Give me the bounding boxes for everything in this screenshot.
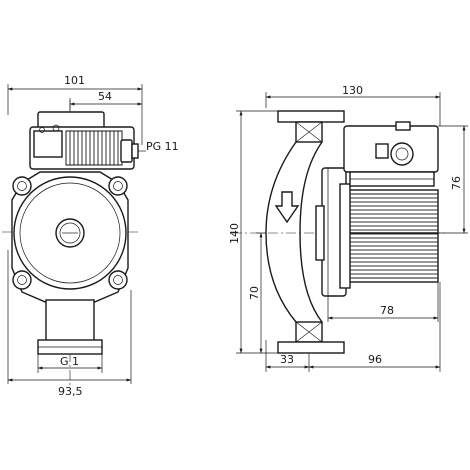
terminal-box <box>29 111 139 170</box>
pump-body-front <box>11 171 129 305</box>
dim-flange-offset: 33 <box>280 353 294 366</box>
dim-thread: G 1 <box>60 355 79 368</box>
dim-front-g1 <box>37 354 103 373</box>
pump-body-side <box>265 141 347 323</box>
front-view: 101 54 PG 11 G 1 93,5 <box>2 74 179 398</box>
dim-motor-height: 76 <box>450 176 463 190</box>
dim-side-140 <box>236 110 278 354</box>
motor-housing <box>339 183 439 289</box>
dim-overall-length: 130 <box>342 84 363 97</box>
dim-half-width: 54 <box>98 90 112 103</box>
dim-side-70 <box>256 232 266 354</box>
dim-front-54 <box>69 98 143 112</box>
dim-side-130 <box>265 92 441 126</box>
bottom-flange <box>277 321 345 354</box>
dim-side-76 <box>438 125 468 234</box>
pump-pipe-front <box>37 299 103 355</box>
side-view: 130 76 140 70 78 <box>228 84 468 372</box>
dim-lower-height: 70 <box>248 286 261 300</box>
dim-base-width: 93,5 <box>58 385 83 398</box>
dim-overall-width: 101 <box>64 74 85 87</box>
dim-motor-length: 78 <box>380 304 394 317</box>
dim-front-101 <box>7 84 143 145</box>
dim-connection-label: PG 11 <box>146 140 179 153</box>
dim-side-33-96 <box>265 282 441 372</box>
dim-height: 140 <box>228 223 241 244</box>
top-flange <box>277 110 345 143</box>
dim-front-93-5 <box>7 250 132 384</box>
dim-side-78 <box>327 282 439 322</box>
dim-motor-depth: 96 <box>368 353 382 366</box>
terminal-box-side <box>343 121 439 187</box>
flow-direction-icon <box>274 191 300 224</box>
